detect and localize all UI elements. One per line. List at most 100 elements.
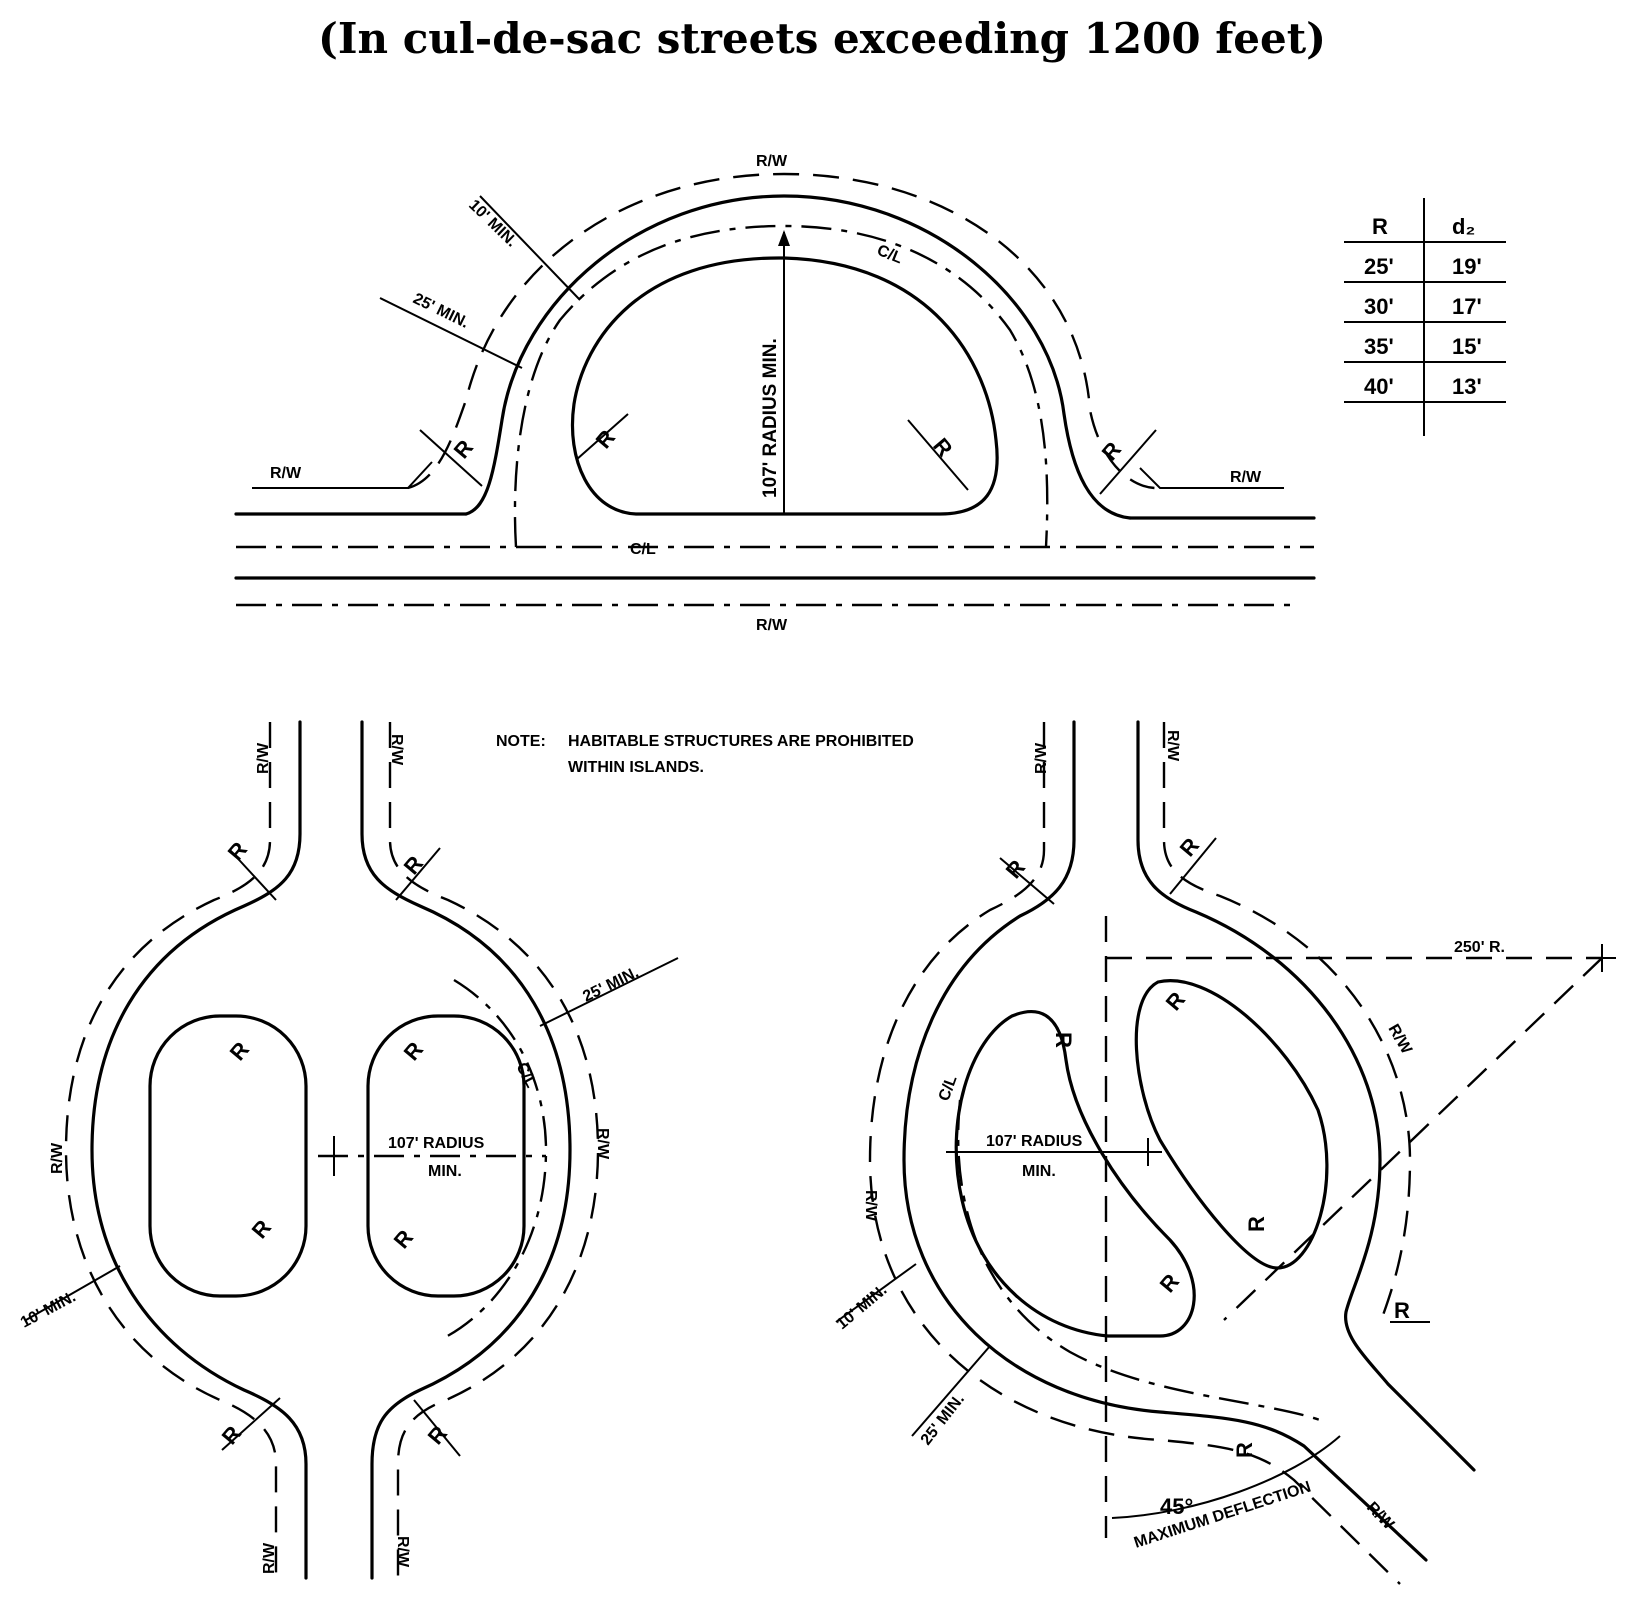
top-radius-arrow xyxy=(778,230,790,246)
br-r-leader-2 xyxy=(1169,837,1217,895)
top-loop-centerline xyxy=(513,224,1049,548)
bl-twentyfive-min-label: 25' MIN. xyxy=(580,964,641,1006)
top-rw-left-leader xyxy=(252,461,433,489)
bottom-left-circle-diagram: R/W R/W R/W R/W R/W R/W C/L 25' MIN. 10'… xyxy=(18,720,679,1580)
top-loop-diagram: R/W C/L 10' MIN. 25' MIN. R/W R/W C/L R/… xyxy=(234,153,1316,634)
br-outer-curb-right xyxy=(1136,720,1476,1472)
table-cell: 25' xyxy=(1364,254,1394,279)
bl-rw-label-right: R/W xyxy=(594,1128,611,1160)
br-45-arc xyxy=(1111,1435,1341,1519)
bl-outer-curb-right xyxy=(360,720,572,1580)
bl-r-leader-4 xyxy=(413,1399,461,1457)
bl-twentyfive-leader xyxy=(539,957,679,1027)
bl-island-right xyxy=(366,1014,526,1298)
bl-rw-label-top-right: R/W xyxy=(388,734,405,766)
br-diagonal-axis xyxy=(1223,957,1603,1321)
top-loop-outer-rw xyxy=(407,172,1161,490)
bl-r-label: R xyxy=(399,1037,428,1065)
top-cl-label-street: C/L xyxy=(630,541,656,558)
top-r-leader-island-left xyxy=(575,413,629,461)
table-cell: 40' xyxy=(1364,374,1394,399)
br-ten-leader xyxy=(835,1263,917,1323)
bl-outer-curb-left xyxy=(90,720,308,1580)
top-rw-label-left: R/W xyxy=(270,465,302,482)
top-r-label-4: R xyxy=(1097,437,1126,465)
table-header-r: R xyxy=(1372,214,1388,239)
bl-r-label: R xyxy=(389,1225,418,1253)
note-line-2: WITHIN ISLANDS. xyxy=(568,759,704,776)
br-rw-label-top-right: R/W xyxy=(1164,730,1181,762)
page-title: (In cul-de-sac streets exceeding 1200 fe… xyxy=(318,14,1326,63)
bl-r-label: R xyxy=(225,1037,254,1065)
table-header-d2: d₂ xyxy=(1452,214,1475,239)
bl-r-label: R xyxy=(247,1215,276,1243)
br-r-label: R xyxy=(1161,987,1190,1015)
top-rw-label-right: R/W xyxy=(1230,469,1262,486)
top-r-leader-right xyxy=(1099,429,1157,495)
note-line-1: HABITABLE STRUCTURES ARE PROHIBITED xyxy=(568,733,914,750)
br-outer-curb-left xyxy=(902,720,1428,1562)
note-block: NOTE: HABITABLE STRUCTURES ARE PROHIBITE… xyxy=(496,733,914,776)
br-rw-label-left: R/W xyxy=(862,1190,879,1222)
bl-r-leader-3 xyxy=(221,1397,281,1451)
table-cell: 35' xyxy=(1364,334,1394,359)
bl-r-label: R xyxy=(399,851,428,879)
top-r-leader-island-right xyxy=(907,419,969,491)
br-radius-label: 107' RADIUS xyxy=(986,1133,1083,1150)
bl-ten-min-label: 10' MIN. xyxy=(18,1288,79,1331)
br-r-label: R xyxy=(1394,1298,1410,1323)
top-rw-right-leader xyxy=(1139,467,1284,489)
br-250-radius-label: 250' R. xyxy=(1454,939,1505,956)
bl-rw-label-left: R/W xyxy=(49,1142,66,1174)
br-rw-left xyxy=(868,722,1401,1585)
bl-r-label: R xyxy=(217,1421,246,1449)
bottom-right-circle-diagram: R/W R/W R/W R/W R/W C/L 250' R. 107' RAD… xyxy=(834,720,1616,1585)
table-cell: 19' xyxy=(1452,254,1482,279)
br-centerline-arc xyxy=(956,1099,1321,1422)
bl-rw-label-top-left: R/W xyxy=(255,742,272,774)
br-r-leader-1 xyxy=(999,857,1055,905)
br-45-label: 45° xyxy=(1160,1494,1193,1519)
table-cell: 17' xyxy=(1452,294,1482,319)
br-island-right xyxy=(1134,979,1329,1270)
bl-rw-label-bottom-left: R/W xyxy=(261,1542,278,1574)
top-ten-min-label: 10' MIN. xyxy=(465,197,520,251)
twentyfive-min-leader-top xyxy=(379,297,523,369)
radius-table: R d₂ 25' 19' 30' 17' 35' 15' 40' 13' xyxy=(1344,198,1506,436)
br-r-label: R xyxy=(1051,1032,1076,1048)
bl-r-label: R xyxy=(423,1421,452,1449)
table-cell: 13' xyxy=(1452,374,1482,399)
bl-r-leader-2 xyxy=(395,847,441,901)
top-rw-label-arc: R/W xyxy=(756,153,788,170)
br-rw-label-right: R/W xyxy=(1385,1022,1416,1058)
top-r-label-2: R xyxy=(591,425,620,453)
bl-rw-label-bottom-right: R/W xyxy=(394,1536,411,1568)
ten-min-leader-top xyxy=(479,195,581,301)
br-ten-min-label: 10' MIN. xyxy=(834,1282,891,1333)
bl-island-left xyxy=(148,1014,308,1298)
br-island-left xyxy=(954,1009,1196,1338)
br-twentyfive-leader xyxy=(911,1345,991,1437)
br-r-label: R xyxy=(1244,1216,1269,1232)
br-r-label: R xyxy=(1232,1442,1257,1458)
br-r-label: R xyxy=(1155,1269,1184,1297)
top-radius-label: 107' RADIUS MIN. xyxy=(760,338,781,498)
bl-r-label: R xyxy=(223,837,252,865)
bl-radius-min-label: MIN. xyxy=(428,1163,462,1180)
note-prefix: NOTE: xyxy=(496,733,546,750)
top-rw-label-bottom: R/W xyxy=(756,617,788,634)
br-rw-label-top-left: R/W xyxy=(1033,742,1050,774)
bl-r-leader-1 xyxy=(229,849,277,901)
bl-centerline-arc xyxy=(439,978,548,1342)
br-rw-right xyxy=(1162,722,1412,1319)
top-r-leader-left xyxy=(419,429,483,487)
bl-radius-label: 107' RADIUS xyxy=(388,1135,485,1152)
top-twentyfive-min-label: 25' MIN. xyxy=(410,290,471,332)
br-cl-label: C/L xyxy=(936,1073,961,1103)
top-r-label-3: R xyxy=(928,433,957,461)
bl-ten-leader xyxy=(25,1265,121,1321)
bl-rw-right xyxy=(388,722,600,1578)
table-cell: 15' xyxy=(1452,334,1482,359)
